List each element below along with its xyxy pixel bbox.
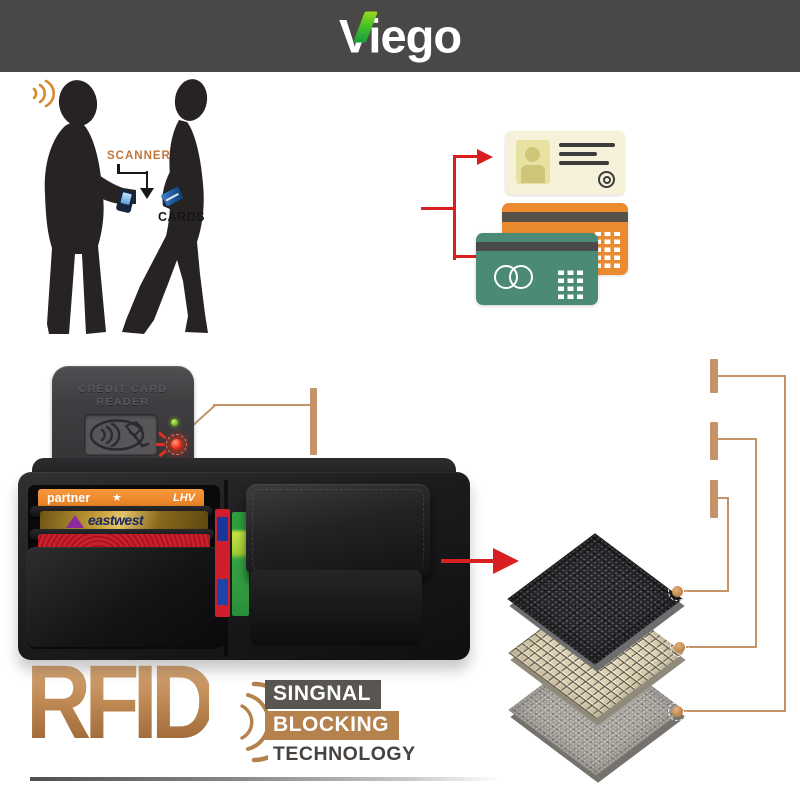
rfid-branding: RFID SINGNAL BLOCKING TECHNOLOGY <box>24 650 524 789</box>
id-photo-icon <box>516 140 550 184</box>
red-connector-line <box>455 155 478 158</box>
rfid-title: RFID <box>26 644 216 761</box>
scanner-label: SCANNER <box>107 150 171 162</box>
spark-icon <box>156 443 165 446</box>
callout-bar <box>710 480 718 518</box>
rfid-tagline: SINGNAL BLOCKING TECHNOLOGY <box>265 680 416 766</box>
people-silhouettes-icon <box>44 79 208 334</box>
credit-card-reader: CREDIT CARD READER <box>52 366 194 468</box>
card-issuer-text: LHV <box>173 491 195 504</box>
wallet-front-pocket <box>26 547 228 647</box>
connector-line <box>718 497 729 499</box>
rfid-signal-waves-icon <box>240 681 268 763</box>
connector-line <box>784 375 786 712</box>
connector-dot-ring <box>670 638 689 657</box>
callout-line <box>213 404 310 406</box>
signal-waves-icon <box>32 79 55 108</box>
red-connector-line <box>453 155 456 260</box>
red-connector-line <box>421 207 455 210</box>
teal-credit-card-icon <box>476 233 598 305</box>
green-led-icon <box>171 419 178 426</box>
spark-icon <box>158 449 167 458</box>
cards-label: CARDS <box>158 210 205 224</box>
callout-bar <box>710 422 718 460</box>
skimming-scene: SCANNER CARDS <box>30 76 252 342</box>
connector-line <box>684 590 729 592</box>
connector-dot <box>672 706 683 717</box>
connector-dot-ring <box>668 582 687 601</box>
contactless-tap-icon <box>89 419 150 451</box>
scanner-arrow <box>145 171 148 188</box>
id-card-icon <box>505 131 625 195</box>
scanner-arrow <box>117 171 148 174</box>
red-arrow-line <box>441 559 496 563</box>
star-icon: ★ <box>112 492 122 504</box>
card-brand-text: partner <box>47 491 91 505</box>
connector-dot <box>674 642 685 653</box>
coin-pocket-flap <box>246 484 430 577</box>
divider-rule <box>30 777 502 781</box>
reader-label: CREDIT CARD READER <box>78 383 168 408</box>
connector-dot-ring <box>668 702 687 721</box>
card-brand-text: eastwest <box>88 512 144 528</box>
red-arrow-head <box>493 548 519 574</box>
red-arrow-head <box>477 148 493 165</box>
contactless-panel <box>84 414 158 456</box>
spark-icon <box>158 431 167 440</box>
red-connector-line <box>455 255 478 258</box>
connector-line <box>686 646 757 648</box>
connector-line <box>684 710 786 712</box>
wallet: partner ★ LHV eastwest <box>18 458 470 663</box>
tag-blocking: BLOCKING <box>265 711 399 740</box>
coin-pocket-body <box>250 570 422 646</box>
tag-signal: SINGNAL <box>265 680 381 709</box>
wallet-card-partner: partner ★ LHV <box>38 489 204 509</box>
wallet-card-edge-red <box>215 509 230 617</box>
scanner-arrow <box>117 164 120 174</box>
stolen-cards-illustration <box>420 110 660 315</box>
layer-leather-exterior <box>507 533 685 672</box>
callout-bar <box>310 388 317 455</box>
scanner-arrow-head <box>140 188 154 199</box>
wallet-card-eastwest: eastwest <box>40 511 208 532</box>
connector-line <box>718 375 786 377</box>
brand-logo: Viego <box>339 9 462 64</box>
callout-bar <box>710 359 718 393</box>
red-led-ring-icon <box>166 434 187 455</box>
connector-dot <box>672 586 683 597</box>
connector-line <box>727 497 729 592</box>
red-led-icon <box>171 439 182 450</box>
tag-technology: TECHNOLOGY <box>273 743 416 765</box>
header-bar: Viego <box>0 0 800 72</box>
card-logo-triangle-icon <box>66 515 84 528</box>
wallet-card-edge-green <box>232 512 249 616</box>
id-stamp-icon <box>598 171 615 188</box>
connector-line <box>718 438 757 440</box>
connector-line <box>755 438 757 648</box>
